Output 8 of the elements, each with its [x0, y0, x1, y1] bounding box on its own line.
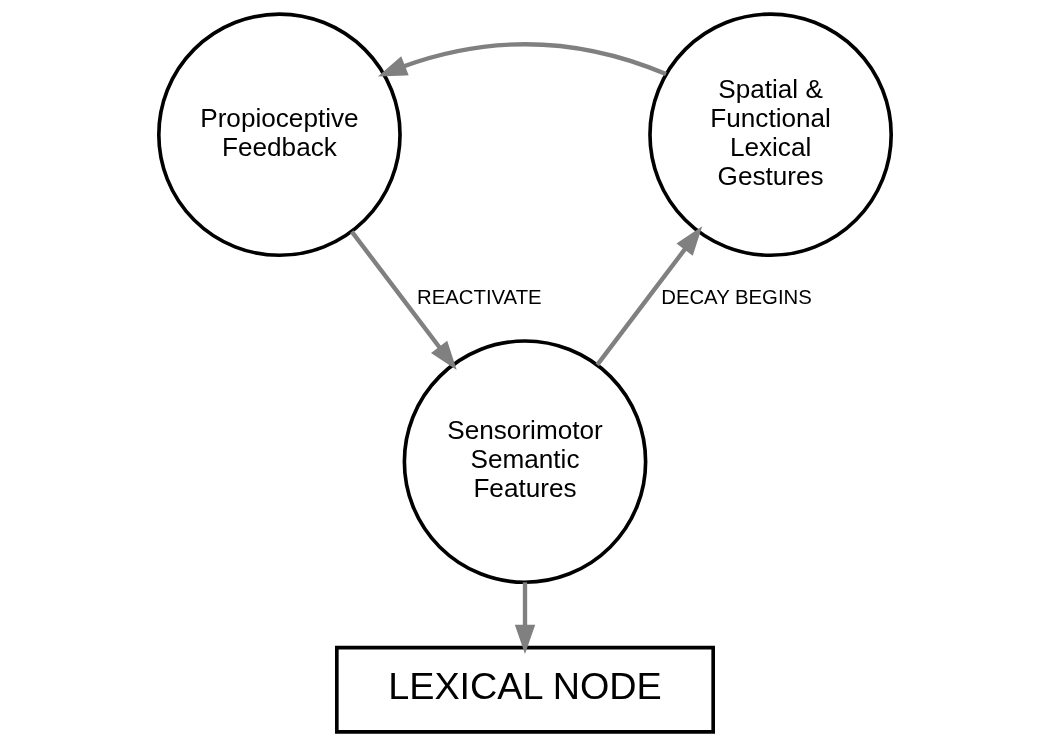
arrow	[595, 226, 703, 367]
arrow	[350, 230, 457, 371]
edge-label: REACTIVATE	[416, 285, 542, 308]
arrow	[514, 582, 536, 654]
arrow	[377, 42, 667, 77]
edge-label: DECAY BEGINS	[661, 285, 812, 308]
node-box: LEXICAL NODE	[335, 645, 715, 734]
node-circle: Propioceptive Feedback	[157, 12, 402, 258]
